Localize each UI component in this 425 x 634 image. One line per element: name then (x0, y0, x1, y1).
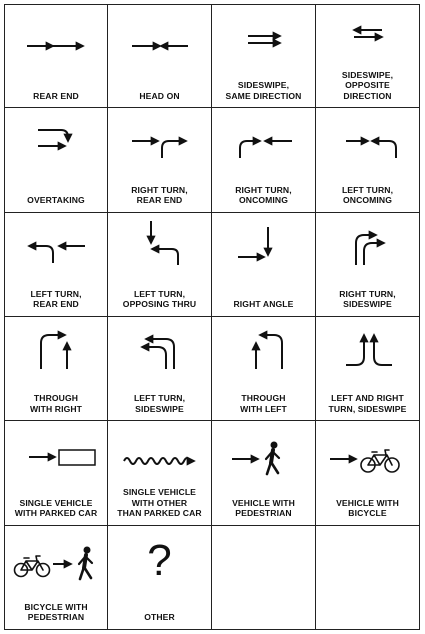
vehicle-pedestrian-icon (232, 441, 281, 476)
head-on-arrows-icon (132, 41, 188, 51)
diagram-label: LEFT TURN, REAR END (30, 288, 82, 310)
diagram-label: SIDESWIPE, OPPOSITE DIRECTION (341, 69, 394, 101)
empty-cell (212, 525, 316, 630)
rear-end-arrows-icon (27, 41, 85, 51)
diagram-label: VEHICLE WITH PEDESTRIAN (232, 497, 295, 519)
left-turn-opposing-thru-icon (146, 220, 179, 265)
diagram-label: RIGHT TURN, ONCOMING (235, 184, 292, 206)
diagram-vehicle-bicycle: VEHICLE WITH BICYCLE (316, 421, 420, 526)
diagram-single-vehicle-parked: SINGLE VEHICLE WITH PARKED CAR (4, 421, 108, 526)
diagram-through-with-right: THROUGH WITH RIGHT (4, 316, 108, 422)
diagram-label: LEFT TURN, OPPOSING THRU (122, 288, 197, 310)
diagram-bicycle-pedestrian: BICYCLE WITH PEDESTRIAN (4, 525, 108, 630)
diagram-label: BICYCLE WITH PEDESTRIAN (24, 601, 88, 623)
pedestrian-icon (264, 441, 281, 476)
empty-cell (316, 525, 420, 630)
diagram-single-vehicle-other: SINGLE VEHICLE WITH OTHER THAN PARKED CA… (108, 421, 212, 526)
diagram-label: OTHER (144, 612, 175, 623)
sideswipe-same-direction-icon (248, 31, 282, 48)
diagram-right-turn-sideswipe: RIGHT TURN, SIDESWIPE (316, 212, 420, 317)
diagram-other: ? OTHER (108, 525, 212, 630)
right-turn-sideswipe-icon (355, 230, 386, 265)
diagram-vehicle-pedestrian: VEHICLE WITH PEDESTRIAN (212, 421, 316, 526)
pedestrian-icon (77, 546, 94, 580)
right-angle-icon (238, 226, 273, 262)
diagram-overtaking: OVERTAKING (4, 108, 108, 213)
through-with-left-icon (251, 330, 283, 369)
vehicle-bicycle-icon (330, 449, 400, 474)
bicycle-icon (13, 554, 51, 577)
diagram-left-turn-opposing-thru: LEFT TURN, OPPOSING THRU (108, 212, 212, 317)
diagram-rear-end: REAR END (4, 4, 108, 109)
diagram-left-turn-sideswipe: LEFT TURN, SIDESWIPE (108, 316, 212, 422)
diagram-label: THROUGH WITH LEFT (240, 393, 287, 414)
diagram-sideswipe-same: SIDESWIPE, SAME DIRECTION (212, 4, 316, 109)
diagram-right-angle: RIGHT ANGLE (212, 212, 316, 317)
diagram-right-turn-oncoming: RIGHT TURN, ONCOMING (212, 108, 316, 213)
diagram-label: OVERTAKING (27, 195, 85, 206)
diagram-label: LEFT TURN, SIDESWIPE (133, 393, 186, 414)
diagram-label: THROUGH WITH RIGHT (29, 393, 83, 414)
left-turn-rear-end-icon (27, 241, 85, 263)
overtaking-arrows-icon (38, 129, 73, 151)
diagram-label: SIDESWIPE, SAME DIRECTION (225, 80, 302, 101)
diagram-right-turn-rear-end: RIGHT TURN, REAR END (108, 108, 212, 213)
question-mark-icon: ? (147, 535, 172, 585)
diagram-label: VEHICLE WITH BICYCLE (336, 497, 399, 519)
diagram-label: RIGHT ANGLE (233, 299, 294, 310)
through-with-right-icon (40, 330, 72, 369)
diagram-label: RIGHT TURN, REAR END (131, 184, 188, 206)
diagram-left-turn-rear-end: LEFT TURN, REAR END (4, 212, 108, 317)
diagram-sideswipe-opposite: SIDESWIPE, OPPOSITE DIRECTION (316, 4, 420, 109)
diagram-label: HEAD ON (139, 90, 180, 101)
diagram-head-on: HEAD ON (108, 4, 212, 109)
diagram-left-turn-oncoming: LEFT TURN, ONCOMING (316, 108, 420, 213)
left-right-turn-sideswipe-icon (346, 333, 392, 366)
diagram-label: LEFT TURN, ONCOMING (341, 184, 394, 206)
diagram-label: SINGLE VEHICLE WITH OTHER THAN PARKED CA… (117, 487, 202, 519)
vehicle-parked-car-icon (29, 449, 96, 467)
left-turn-sideswipe-icon (140, 334, 175, 369)
bicycle-pedestrian-icon (13, 546, 94, 580)
left-turn-oncoming-icon (346, 136, 397, 159)
diagram-left-right-turn-sideswipe: LEFT AND RIGHT TURN, SIDESWIPE (316, 316, 420, 422)
diagram-label: LEFT AND RIGHT TURN, SIDESWIPE (328, 393, 407, 414)
right-turn-oncoming-icon (239, 136, 292, 159)
diagram-label: RIGHT TURN, SIDESWIPE (339, 288, 396, 310)
sideswipe-opposite-direction-icon (352, 25, 384, 42)
bicycle-icon (360, 449, 400, 474)
wavy-arrow-icon (123, 456, 196, 466)
collision-diagram-grid: REAR END HEAD ON SIDESWIPE, SAME DIRECTI… (4, 4, 420, 630)
diagram-label: REAR END (33, 90, 79, 101)
diagram-through-with-left: THROUGH WITH LEFT (212, 316, 316, 422)
right-turn-rear-end-icon (132, 136, 188, 159)
diagram-label: SINGLE VEHICLE WITH PARKED CAR (14, 497, 98, 519)
